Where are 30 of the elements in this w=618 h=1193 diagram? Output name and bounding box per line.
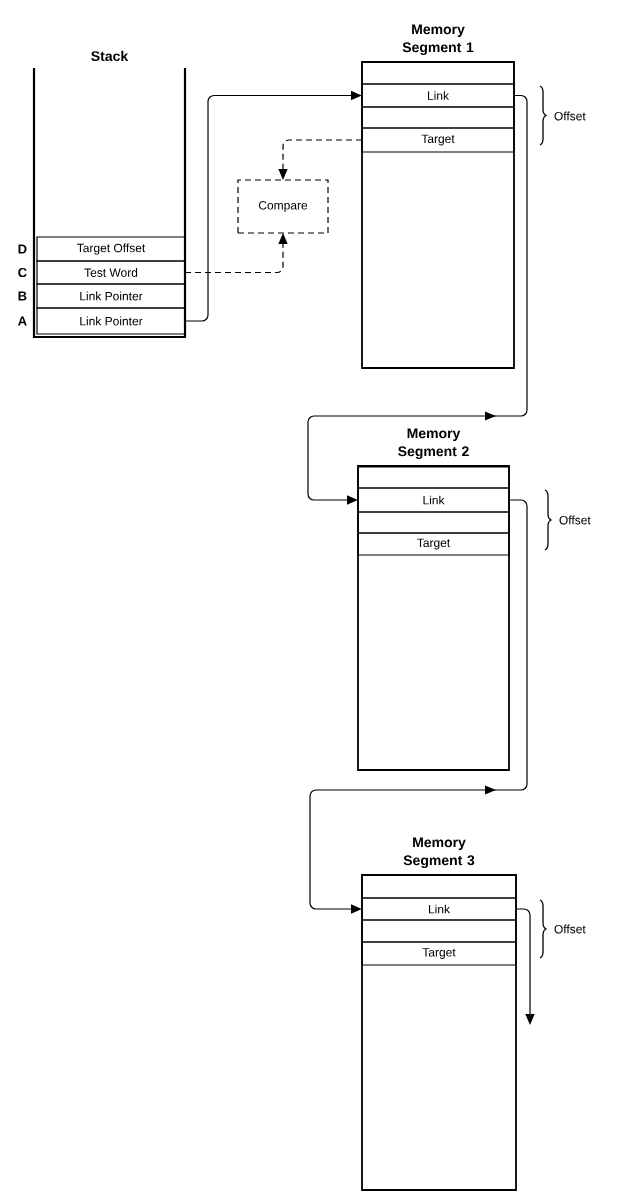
memory-cell: Link Pointer — [36, 283, 186, 309]
memory-cell: Link Pointer — [36, 307, 186, 335]
arrow — [309, 499, 528, 914]
memory-cell: Link — [361, 83, 515, 108]
offset-label: Offset — [554, 924, 586, 934]
compare-box: Compare — [237, 179, 329, 234]
memory-cell: Target — [361, 941, 517, 966]
memory-cell — [361, 106, 515, 129]
memory-cell: Target — [357, 532, 510, 556]
row-letter: B — [18, 291, 27, 301]
memory-cell — [361, 61, 515, 85]
node-label: Memory Segment 2 — [398, 428, 469, 460]
row-letter: C — [18, 267, 27, 278]
memory-cell: Test Word — [36, 260, 186, 285]
memory-cell: Link — [357, 487, 510, 513]
row-letter: D — [18, 244, 27, 254]
offset-label: Offset — [554, 111, 586, 121]
node-label: Memory Segment 3 — [403, 837, 475, 869]
memory-cell — [357, 466, 510, 489]
offset-label: Offset — [559, 515, 591, 525]
memory-cell — [361, 919, 517, 943]
memory-cell: Target Offset — [36, 236, 186, 262]
arrow — [515, 908, 535, 1025]
arrow — [184, 90, 362, 322]
memory-cell — [357, 511, 510, 534]
row-letter: A — [18, 316, 27, 326]
memory-cell: Target — [361, 127, 515, 153]
memory-cell: Link — [361, 897, 517, 921]
memory-cell — [361, 874, 517, 899]
node-label: Memory Segment 1 — [402, 24, 474, 56]
